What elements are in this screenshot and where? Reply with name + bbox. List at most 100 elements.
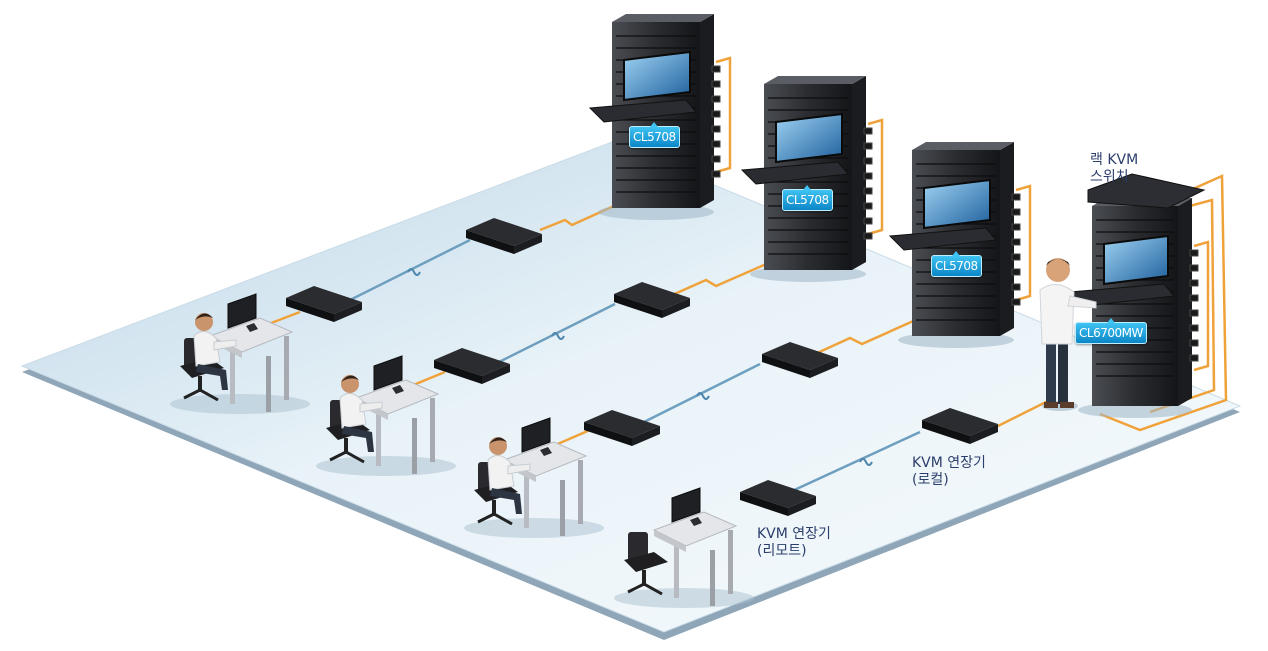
cable-connector bbox=[863, 187, 873, 195]
chair-post bbox=[344, 438, 348, 454]
chair-post bbox=[492, 500, 496, 516]
desk-leg bbox=[710, 550, 715, 606]
cable-connector bbox=[1189, 249, 1199, 257]
rack-cable bbox=[1193, 240, 1210, 372]
local-extender-label: KVM 연장기 (로컬) bbox=[912, 455, 986, 489]
rack-top bbox=[612, 14, 714, 22]
cable-connector bbox=[863, 127, 873, 135]
monitor bbox=[373, 355, 403, 391]
cable-connector bbox=[1189, 264, 1199, 272]
cable-connector bbox=[1011, 208, 1021, 216]
local-extender-label-line2: (로컬) bbox=[912, 472, 949, 488]
cable-connector bbox=[711, 170, 721, 178]
chair-base bbox=[183, 388, 219, 402]
person-legs bbox=[490, 488, 522, 514]
box-top bbox=[434, 348, 510, 376]
cable-connector bbox=[1189, 294, 1199, 302]
box-side bbox=[482, 364, 510, 384]
box-top bbox=[584, 410, 660, 438]
console-screen bbox=[775, 112, 843, 164]
rack-cable bbox=[867, 118, 884, 236]
console-screen bbox=[923, 178, 991, 230]
person-shirt bbox=[193, 331, 221, 367]
monitor bbox=[671, 487, 701, 523]
kvm-extender-box bbox=[434, 348, 510, 384]
rack-side bbox=[852, 76, 866, 270]
box-side bbox=[632, 426, 660, 446]
cable-connector bbox=[711, 155, 721, 163]
cable-connector bbox=[863, 157, 873, 165]
cable-connector bbox=[711, 110, 721, 118]
cable-connector bbox=[711, 95, 721, 103]
rack-top bbox=[764, 76, 866, 84]
rack-model-label: CL5708 bbox=[786, 193, 829, 207]
box-front bbox=[740, 492, 788, 516]
cable-connector bbox=[863, 202, 873, 210]
cable-connector bbox=[1189, 354, 1199, 362]
remote-extender-label: KVM 연장기 (리모트) bbox=[757, 526, 831, 560]
rack-cable bbox=[715, 56, 732, 174]
monitor-stand bbox=[690, 517, 702, 526]
desk-shadow bbox=[316, 456, 456, 476]
rack-model-tag-3: CL5708 bbox=[931, 251, 982, 277]
desk-shadow bbox=[170, 394, 310, 414]
cable-connector bbox=[711, 80, 721, 88]
cable-connector bbox=[711, 140, 721, 148]
desk-shadow bbox=[464, 518, 604, 538]
desk-leg bbox=[674, 540, 679, 598]
person-hair bbox=[341, 375, 359, 382]
rack-model-label: CL6700MW bbox=[1079, 326, 1143, 340]
rack-switch-label-line2: 스위치 bbox=[1090, 169, 1129, 185]
rack-top bbox=[912, 142, 1014, 150]
cable-connector bbox=[863, 172, 873, 180]
chair-post bbox=[642, 570, 646, 586]
kvm-extender-box bbox=[762, 342, 838, 378]
cable-connector bbox=[711, 125, 721, 133]
rack-model-tag-4: CL6700MW bbox=[1075, 318, 1147, 344]
keyboard-tray bbox=[588, 99, 697, 123]
server-rack bbox=[588, 14, 732, 220]
desk-leg bbox=[266, 356, 271, 412]
server-rack bbox=[740, 76, 884, 282]
box-side bbox=[788, 496, 816, 516]
box-side bbox=[810, 358, 838, 378]
person-shirt bbox=[339, 393, 367, 429]
monitor-stand bbox=[392, 385, 404, 394]
desk-leg bbox=[412, 418, 417, 474]
monitor-stand bbox=[246, 323, 258, 332]
cable-connector bbox=[711, 65, 721, 73]
workstation bbox=[614, 487, 754, 608]
box-front bbox=[466, 230, 514, 254]
box-top bbox=[466, 218, 542, 246]
desk-leg bbox=[728, 530, 733, 594]
box-top bbox=[762, 342, 838, 370]
chair-back bbox=[628, 532, 648, 562]
chair-seat bbox=[624, 552, 668, 572]
person-shirt bbox=[487, 455, 515, 491]
box-top bbox=[740, 480, 816, 508]
cable-connector bbox=[863, 142, 873, 150]
cable-connector bbox=[1189, 324, 1199, 332]
workstation bbox=[464, 417, 604, 538]
desk-leg bbox=[430, 398, 435, 462]
box-front bbox=[614, 294, 662, 318]
console-screen bbox=[1103, 234, 1169, 286]
operator-figure bbox=[1039, 258, 1097, 411]
chair-base bbox=[627, 582, 663, 596]
rack-model-tag-2: CL5708 bbox=[782, 185, 833, 211]
person-legs bbox=[342, 426, 374, 452]
floor-platform bbox=[20, 141, 1242, 640]
cable-connector bbox=[1011, 283, 1021, 291]
kvm-extender-box bbox=[922, 408, 998, 444]
cable-connector bbox=[1011, 268, 1021, 276]
person-hair bbox=[195, 313, 213, 320]
rack-switch-label-line1: 랙 KVM bbox=[1090, 152, 1139, 168]
desk-leg bbox=[376, 408, 381, 466]
cable-connector bbox=[1189, 279, 1199, 287]
monitor bbox=[521, 417, 551, 453]
keyboard-tray bbox=[888, 227, 997, 251]
server-rack bbox=[1068, 173, 1210, 418]
box-front bbox=[434, 360, 482, 384]
box-side bbox=[334, 302, 362, 322]
